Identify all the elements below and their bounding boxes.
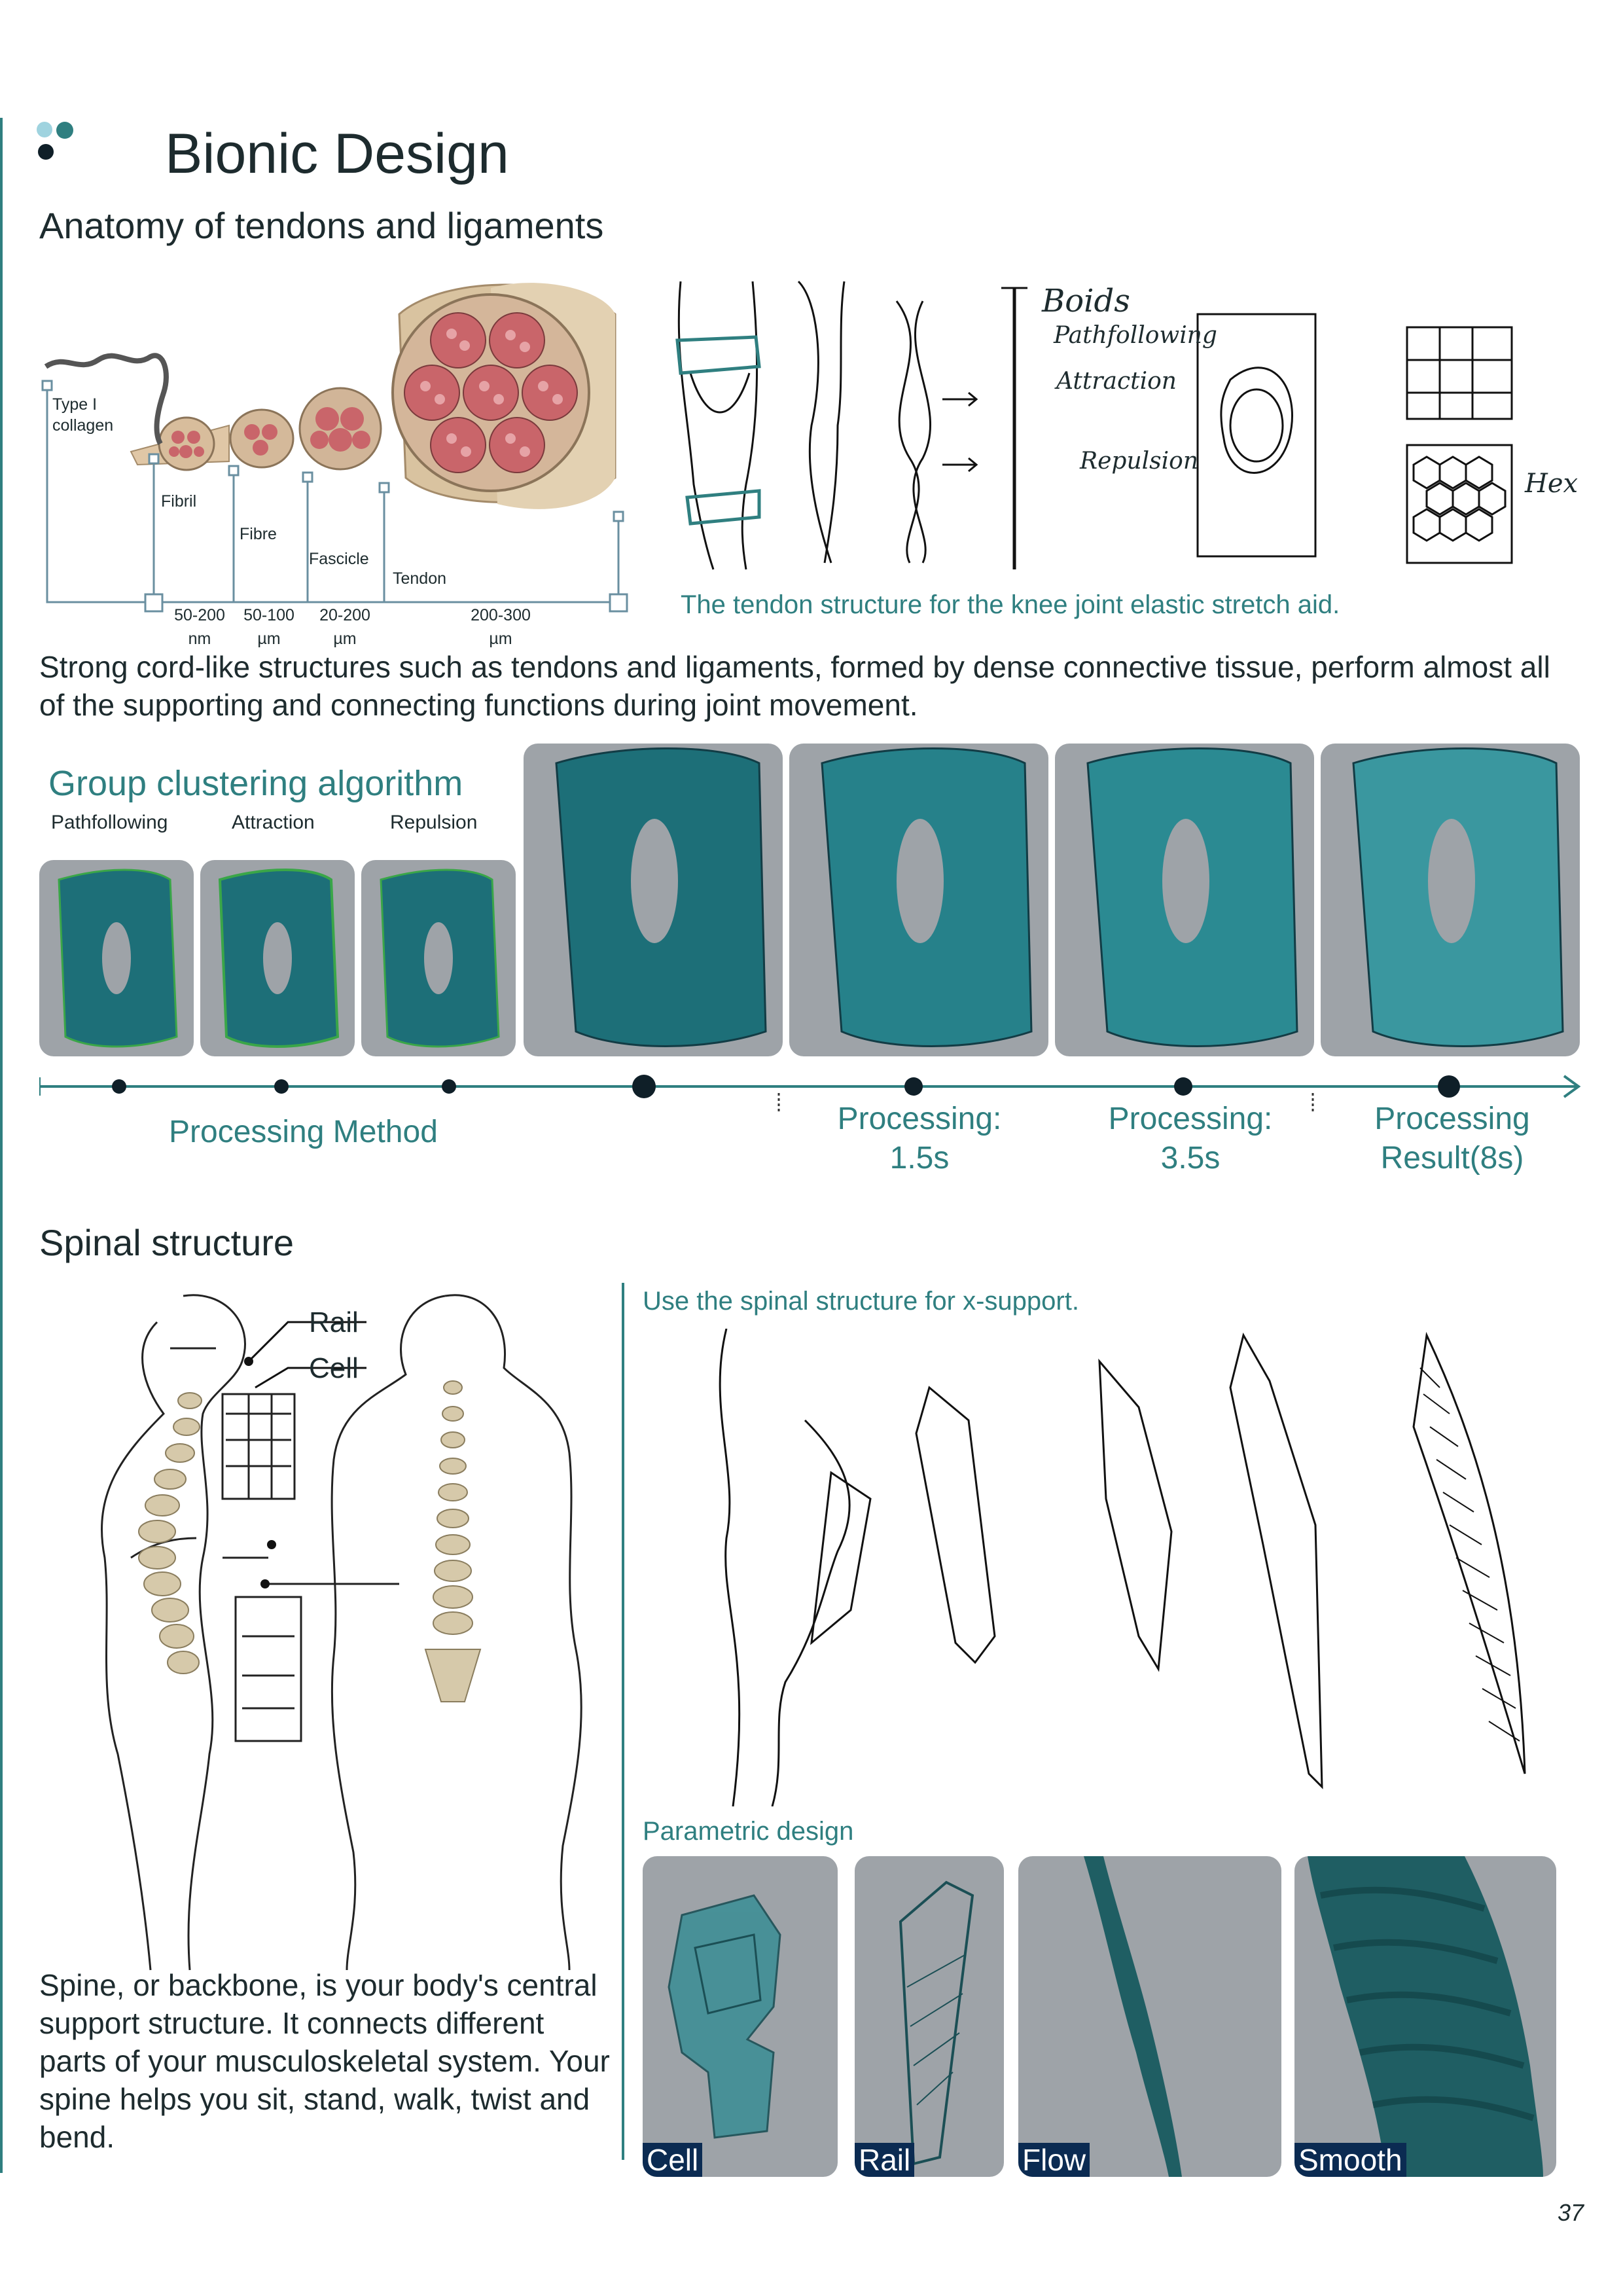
sketch-word-hex: Hex bbox=[1525, 469, 1578, 499]
spine-heading: Spinal structure bbox=[39, 1222, 294, 1263]
timeline-method-label: Processing Method bbox=[169, 1115, 438, 1149]
timeline-step-1-5s: Processing: 1.5s bbox=[837, 1102, 1002, 1175]
timeline-step-result: Processing Result(8s) bbox=[1374, 1102, 1530, 1175]
label-fibril: Fibril bbox=[161, 492, 197, 511]
parametric-label-rail: Rail bbox=[855, 2143, 915, 2177]
spine-anatomy-illustration: Rail Cell bbox=[52, 1283, 615, 1977]
parametric-panel-flow: Flow bbox=[1018, 1856, 1281, 2177]
callout-rail: Rail bbox=[309, 1306, 359, 1338]
tendons-description: Strong cord-like structures such as tend… bbox=[39, 650, 1550, 722]
method-label-pathfollowing: Pathfollowing bbox=[51, 812, 168, 833]
parametric-label-smooth: Smooth bbox=[1294, 2143, 1406, 2177]
spine-section-divider bbox=[622, 1283, 624, 2160]
parametric-label-flow: Flow bbox=[1018, 2143, 1090, 2177]
method-panel-pathfollowing bbox=[39, 860, 194, 1056]
callout-cell: Cell bbox=[309, 1352, 359, 1384]
tendon-anatomy-diagram: Type I collagen Fibril Fibre Fascicle Te… bbox=[39, 262, 641, 655]
process-panel-result bbox=[1321, 744, 1580, 1056]
sketch-word-repulsion: Repulsion bbox=[1080, 448, 1199, 475]
parametric-panel-smooth: Smooth bbox=[1294, 1856, 1556, 2177]
xsupport-sketches bbox=[654, 1328, 1558, 1807]
sketch-word-pathfollowing: Pathfollowing bbox=[1054, 322, 1217, 349]
parametric-panel-rail: Rail bbox=[855, 1856, 1004, 2177]
process-panel-initial bbox=[524, 744, 783, 1056]
xsupport-caption: Use the spinal structure for x-support. bbox=[643, 1287, 1079, 1316]
sketch-caption: The tendon structure for the knee joint … bbox=[681, 590, 1340, 619]
algorithm-heading: Group clustering algorithm bbox=[48, 764, 463, 803]
parametric-label-cell: Cell bbox=[643, 2143, 703, 2177]
timeline bbox=[38, 1073, 1584, 1113]
spine-description: Spine, or backbone, is your body's centr… bbox=[39, 1968, 610, 2154]
process-panel-3-5s bbox=[1055, 744, 1314, 1056]
process-panel-1-5s bbox=[789, 744, 1048, 1056]
label-type-i-collagen: Type I collagen bbox=[52, 395, 114, 435]
page-title: Bionic Design bbox=[165, 122, 509, 185]
page-number: 37 bbox=[1558, 2199, 1584, 2226]
label-fascicle: Fascicle bbox=[309, 550, 369, 568]
scale-label-4: 200-300 µm bbox=[471, 606, 531, 648]
left-accent-line bbox=[0, 118, 3, 2173]
timeline-step-3-5s: Processing: 3.5s bbox=[1108, 1102, 1273, 1175]
scale-label-2: 50-100 µm bbox=[243, 606, 294, 648]
scale-label-3: 20-200 µm bbox=[319, 606, 370, 648]
method-label-attraction: Attraction bbox=[232, 812, 315, 833]
logo-dots bbox=[37, 119, 82, 165]
knee-tendon-sketches: Boids Pathfollowing Attraction Repulsion… bbox=[661, 275, 1578, 576]
method-panel-attraction bbox=[200, 860, 355, 1056]
label-tendon: Tendon bbox=[393, 569, 447, 588]
parametric-panel-cell: Cell bbox=[643, 1856, 838, 2177]
scale-label-1: 50-200 nm bbox=[174, 606, 225, 648]
parametric-heading: Parametric design bbox=[643, 1817, 854, 1846]
method-label-repulsion: Repulsion bbox=[390, 812, 478, 833]
sketch-word-boids: Boids bbox=[1042, 283, 1130, 319]
tendons-heading: Anatomy of tendons and ligaments bbox=[39, 205, 604, 246]
label-fibre: Fibre bbox=[240, 525, 277, 543]
sketch-word-attraction: Attraction bbox=[1056, 368, 1177, 395]
method-panel-repulsion bbox=[361, 860, 516, 1056]
